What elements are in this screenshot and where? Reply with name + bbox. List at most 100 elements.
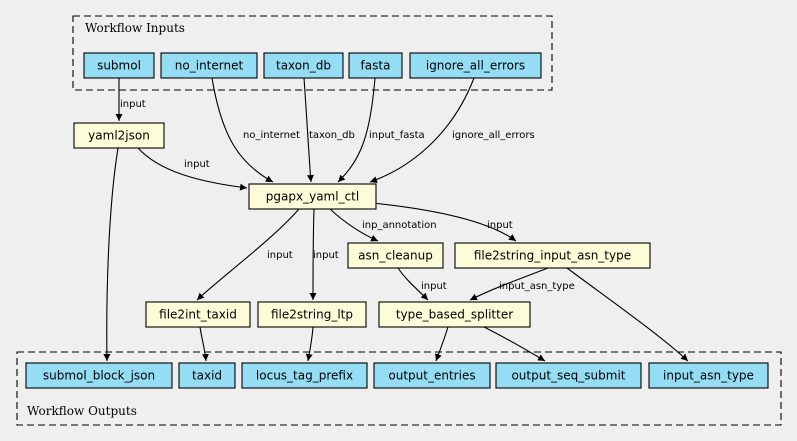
output-node-taxid[interactable]: taxid — [178, 362, 236, 389]
node-box — [648, 362, 769, 389]
edge-label: inp_annotation — [362, 220, 437, 231]
step-node-yaml2json[interactable]: yaml2json — [73, 122, 165, 149]
node-box — [248, 183, 377, 210]
edge-label: input — [487, 220, 513, 231]
step-node-file2string-input-asn-type[interactable]: file2string_input_asn_type — [454, 242, 651, 269]
node-label: type_based_splitter — [396, 308, 513, 322]
edge-pgapx-yaml-ctl-to-file2string-input-asn-type: input — [371, 202, 517, 242]
edge-arrow — [483, 326, 546, 362]
edge-fasta-to-pgapx-yaml-ctl: input_fasta — [337, 77, 425, 183]
edge-label: taxon_db — [309, 130, 355, 141]
node-label: no_internet — [175, 59, 244, 73]
node-label: input_asn_type — [663, 369, 754, 383]
step-node-pgapx-yaml-ctl[interactable]: pgapx_yaml_ctl — [248, 183, 377, 210]
edge-label: input — [421, 281, 447, 292]
edge-taxon-db-to-pgapx-yaml-ctl: taxon_db — [303, 77, 355, 183]
node-label: submol — [97, 59, 141, 73]
input-node-taxon-db[interactable]: taxon_db — [263, 52, 344, 79]
edge-label: input_asn_type — [499, 281, 575, 292]
output-node-locus-tag-prefix[interactable]: locus_tag_prefix — [241, 362, 368, 389]
edge-pgapx-yaml-ctl-to-asn-cleanup: inp_annotation — [329, 208, 437, 242]
node-label: taxon_db — [276, 59, 331, 73]
edge-label: ignore_all_errors — [452, 130, 535, 141]
edge-type-based-splitter-to-output-entries — [435, 326, 449, 362]
workflow-outputs-cluster: Workflow Outputs — [16, 351, 782, 426]
output-node-output-entries[interactable]: output_entries — [373, 362, 491, 389]
edge-file2string-input-asn-type-to-input-asn-type — [566, 267, 689, 362]
node-box — [348, 52, 403, 79]
edge-arrow — [305, 326, 314, 362]
edge-file2string-input-asn-type-to-type-based-splitter: input_asn_type — [469, 267, 575, 301]
node-box — [83, 52, 155, 79]
edge-arrow — [435, 326, 449, 362]
workflow-inputs-cluster: Workflow Inputs — [72, 15, 553, 91]
node-label: locus_tag_prefix — [256, 369, 353, 383]
output-node-submol-block-json[interactable]: submol_block_json — [25, 362, 173, 389]
edge-label: no_internet — [243, 130, 300, 141]
edge-arrow — [137, 147, 248, 191]
node-box — [347, 242, 444, 269]
step-node-file2int-taxid[interactable]: file2int_taxid — [145, 301, 251, 328]
edge-arrow — [309, 208, 317, 301]
edge-yaml2json-to-pgapx-yaml-ctl: input — [137, 147, 248, 191]
node-box — [73, 122, 165, 149]
edge-label: input_fasta — [369, 130, 425, 141]
edge-arrow — [199, 326, 209, 362]
node-label: output_entries — [388, 369, 475, 383]
edge-asn-cleanup-to-type-based-splitter: input — [397, 267, 447, 301]
edge-label: input — [184, 159, 210, 170]
edge-arrow — [397, 267, 429, 301]
edge-pgapx-yaml-ctl-to-file2string-ltp: input — [309, 208, 339, 301]
workflow-inputs-cluster-border — [72, 15, 553, 91]
edge-submol-to-yaml2json: input — [115, 78, 146, 121]
edge-yaml2json-to-submol-block-json — [103, 147, 119, 362]
node-box — [241, 362, 368, 389]
node-box — [257, 301, 367, 328]
edge-type-based-splitter-to-output-seq-submit — [483, 326, 546, 362]
edge-label: input — [120, 99, 146, 110]
node-label: pgapx_yaml_ctl — [266, 190, 359, 204]
node-box — [145, 301, 251, 328]
node-box — [160, 52, 258, 79]
edge-arrow — [211, 77, 274, 183]
edge-arrow — [337, 77, 376, 183]
edge-arrow — [103, 147, 119, 362]
node-label: fasta — [361, 59, 391, 73]
step-node-type-based-splitter[interactable]: type_based_splitter — [378, 301, 531, 328]
input-node-ignore-all-errors[interactable]: ignore_all_errors — [409, 52, 542, 79]
node-label: output_seq_submit — [511, 369, 625, 383]
node-box — [454, 242, 651, 269]
edge-arrow — [566, 267, 689, 362]
node-label: yaml2json — [88, 129, 150, 143]
node-box — [25, 362, 173, 389]
node-label: asn_cleanup — [358, 249, 433, 263]
edge-arrow — [303, 77, 314, 183]
input-node-submol[interactable]: submol — [83, 52, 155, 79]
workflow-outputs-cluster-label: Workflow Outputs — [27, 404, 137, 418]
edge-arrow — [196, 208, 300, 301]
node-label: taxid — [192, 369, 222, 383]
step-node-asn-cleanup[interactable]: asn_cleanup — [347, 242, 444, 269]
edge-pgapx-yaml-ctl-to-file2int-taxid: input — [196, 208, 300, 301]
edge-ignore-all-errors-to-pgapx-yaml-ctl: ignore_all_errors — [369, 77, 535, 183]
edge-file2int-taxid-to-taxid — [199, 326, 209, 362]
edge-arrow — [369, 77, 475, 183]
step-node-file2string-ltp[interactable]: file2string_ltp — [257, 301, 367, 328]
node-box — [373, 362, 491, 389]
input-node-fasta[interactable]: fasta — [348, 52, 403, 79]
edge-arrow — [329, 208, 379, 242]
node-label: file2int_taxid — [159, 308, 237, 322]
output-node-input-asn-type[interactable]: input_asn_type — [648, 362, 769, 389]
node-label: file2string_input_asn_type — [474, 249, 631, 263]
edge-label: input — [313, 250, 339, 261]
node-box — [495, 362, 642, 389]
edge-arrow — [371, 202, 517, 242]
node-box — [263, 52, 344, 79]
edge-no-internet-to-pgapx-yaml-ctl: no_internet — [211, 77, 300, 183]
node-box — [178, 362, 236, 389]
node-box — [409, 52, 542, 79]
input-node-no-internet[interactable]: no_internet — [160, 52, 258, 79]
node-box — [378, 301, 531, 328]
output-node-output-seq-submit[interactable]: output_seq_submit — [495, 362, 642, 389]
